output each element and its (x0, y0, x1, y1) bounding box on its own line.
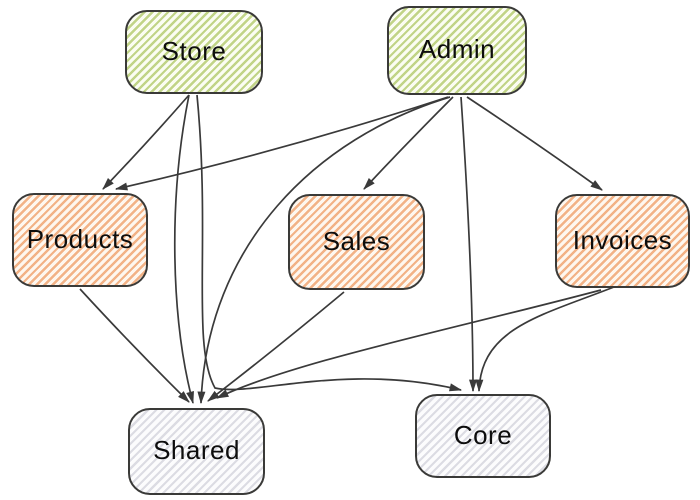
node-store-label: Store (161, 35, 227, 66)
node-products-label: Products (26, 223, 134, 254)
node-sales: Sales (288, 194, 425, 290)
edge-products-to-shared (79, 288, 190, 403)
edge-admin-to-products (114, 96, 449, 191)
edge-admin-to-core (460, 96, 478, 393)
node-invoices-label: Invoices (572, 224, 673, 255)
edge-store-to-shared (173, 94, 194, 405)
edge-admin-to-sales (363, 96, 454, 190)
node-core-label: Core (453, 419, 513, 450)
edge-admin-to-invoices (466, 96, 603, 191)
node-shared-label: Shared (153, 435, 240, 465)
node-sales-label: Sales (322, 225, 391, 256)
node-admin-label: Admin (418, 34, 496, 64)
node-shared: Shared (128, 408, 265, 495)
node-invoices: Invoices (555, 194, 690, 288)
edge-invoices-to-shared (216, 289, 602, 399)
node-store: Store (125, 10, 263, 94)
node-products: Products (12, 193, 148, 287)
edge-store-to-products (102, 94, 190, 190)
edge-invoices-to-core (475, 286, 615, 393)
edge-sales-to-shared (207, 291, 345, 402)
node-core: Core (415, 394, 551, 478)
node-admin: Admin (387, 6, 527, 95)
